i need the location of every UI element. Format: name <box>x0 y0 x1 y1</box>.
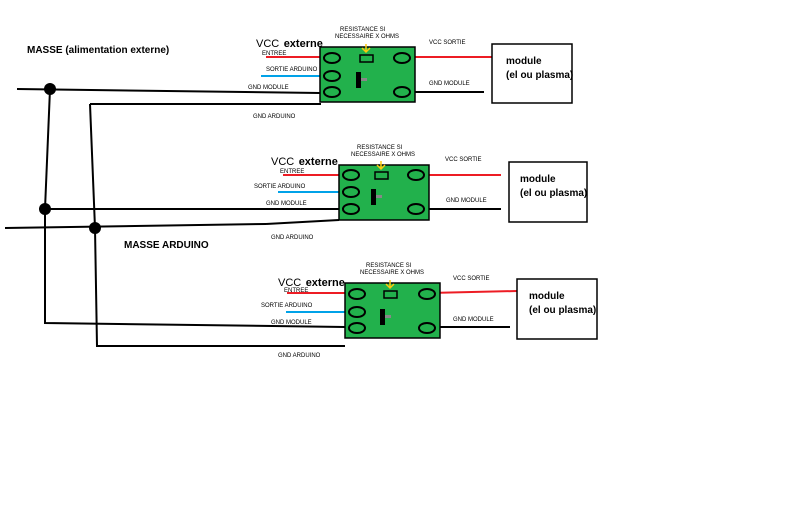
gnd-module-left-2: GND MODULE <box>266 201 307 207</box>
sortie-arduino-1: SORTIE ARDUINO <box>266 67 318 73</box>
transistor-1 <box>356 72 361 88</box>
transistor-2 <box>371 189 376 205</box>
resistance-line2-2: NECESSAIRE X OHMS <box>351 152 415 158</box>
pad-1-tl <box>323 52 341 64</box>
sortie-arduino-3: SORTIE ARDUINO <box>261 303 313 309</box>
module-block-3: VCC externe ENTREE RESISTANCE SI NECESSA… <box>261 263 598 359</box>
vcc-prefix-1: VCC <box>256 38 279 50</box>
pad-2-br <box>407 203 425 215</box>
module-box-2 <box>508 161 588 223</box>
module-label-3: module <box>529 291 565 302</box>
vcc-prefix-3: VCC <box>278 277 301 289</box>
gnd-arduino-3: GND ARDUINO <box>278 353 321 359</box>
svg-text:VCC externe: VCC externe <box>271 152 338 169</box>
vcc-sortie-3: VCC SORTIE <box>453 276 490 282</box>
board-3 <box>344 282 441 339</box>
sortie-arduino-2: SORTIE ARDUINO <box>254 184 306 190</box>
bus-vertical-externe <box>44 88 346 328</box>
gnd-arduino-1: GND ARDUINO <box>253 114 296 120</box>
pad-3-bl <box>348 322 366 334</box>
module-sublabel-1: (el ou plasma) <box>506 70 573 81</box>
pad-1-ml <box>323 70 341 82</box>
pad-1-bl <box>323 86 341 98</box>
pad-3-ml <box>348 306 366 318</box>
resistor-1 <box>359 54 374 63</box>
pad-2-ml <box>342 186 360 198</box>
module-sublabel-3: (el ou plasma) <box>529 305 596 316</box>
resistance-line1-1: RESISTANCE SI <box>340 27 386 33</box>
arrow-2 <box>376 161 386 171</box>
transistor-lead-2 <box>376 195 382 198</box>
gnd-module-right-1: GND MODULE <box>429 81 470 87</box>
wire-gnd-arduino-2 <box>265 219 340 225</box>
vcc-sortie-2: VCC SORTIE <box>445 157 482 163</box>
gnd-arduino-2: GND ARDUINO <box>271 235 314 241</box>
label-masse-arduino: MASSE ARDUINO <box>124 240 209 251</box>
module-sublabel-2: (el ou plasma) <box>520 188 587 199</box>
ground-bus <box>4 88 346 347</box>
gnd-module-left-3: GND MODULE <box>271 320 312 326</box>
svg-text:VCC externe: VCC externe <box>278 273 345 290</box>
entree-2: ENTREE <box>280 169 304 175</box>
bus-masse-externe-top <box>16 88 321 94</box>
entree-1: ENTREE <box>262 51 286 57</box>
resistance-line1-3: RESISTANCE SI <box>366 263 412 269</box>
pad-3-tl <box>348 288 366 300</box>
resistor-2 <box>374 171 389 180</box>
junction-dot-3 <box>89 222 101 234</box>
resistance-line2-1: NECESSAIRE X OHMS <box>335 34 399 40</box>
module-box-3 <box>516 278 598 340</box>
vcc-bold-1: externe <box>284 38 323 50</box>
pad-1-br <box>393 86 411 98</box>
vcc-prefix-2: VCC <box>271 156 294 168</box>
module-block-1: VCC externe ENTREE RESISTANCE SI NECESSA… <box>241 27 573 120</box>
pad-3-br <box>418 322 436 334</box>
wire-vcc-sortie-3 <box>428 290 518 294</box>
module-label-2: module <box>520 174 556 185</box>
vcc-bold-3: externe <box>306 277 345 289</box>
module-box-1 <box>491 43 573 104</box>
transistor-3 <box>380 309 385 325</box>
pad-2-tr <box>407 169 425 181</box>
module-label-1: module <box>506 56 542 67</box>
arrow-1 <box>361 44 371 54</box>
entree-3: ENTREE <box>284 288 308 294</box>
resistor-3 <box>383 290 398 299</box>
bus-vertical-arduino <box>89 103 317 347</box>
junction-dot-2 <box>39 203 51 215</box>
gnd-module-right-3: GND MODULE <box>453 317 494 323</box>
board-1 <box>319 46 416 103</box>
junction-dot-1 <box>44 83 56 95</box>
label-masse-externe: MASSE (alimentation externe) <box>27 45 169 56</box>
resistance-line1-2: RESISTANCE SI <box>357 145 403 151</box>
transistor-lead-1 <box>361 78 367 81</box>
transistor-lead-3 <box>385 315 391 318</box>
resistance-line2-3: NECESSAIRE X OHMS <box>360 270 424 276</box>
pad-3-tr <box>418 288 436 300</box>
gnd-module-left-1: GND MODULE <box>248 85 289 91</box>
pad-2-tl <box>342 169 360 181</box>
bus-masse-arduino-mid <box>4 223 267 229</box>
board-2 <box>338 164 430 221</box>
svg-text:VCC externe: VCC externe <box>256 34 323 51</box>
module-block-2: VCC externe ENTREE RESISTANCE SI NECESSA… <box>254 145 588 241</box>
pad-2-bl <box>342 203 360 215</box>
pad-1-tr <box>393 52 411 64</box>
vcc-sortie-1: VCC SORTIE <box>429 40 466 46</box>
vcc-bold-2: externe <box>299 156 338 168</box>
gnd-module-right-2: GND MODULE <box>446 198 487 204</box>
arrow-3 <box>385 280 395 290</box>
